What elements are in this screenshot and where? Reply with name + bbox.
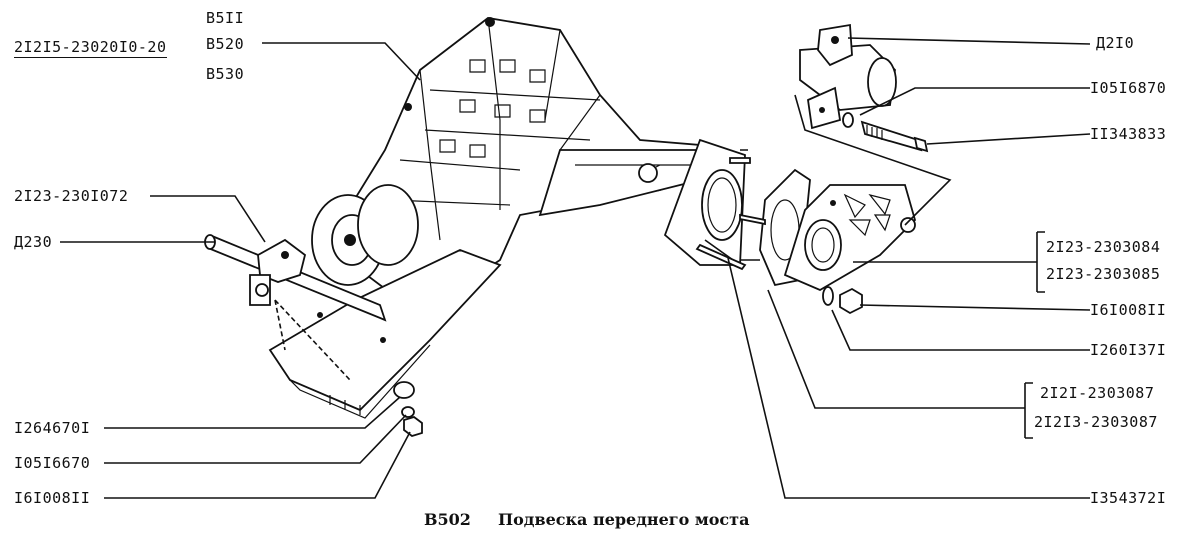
- axle-housing: [268, 17, 701, 419]
- label-part-2123-2303085: 2I23-2303085: [1046, 265, 1161, 283]
- label-part-1134383: II343833: [1090, 125, 1167, 143]
- label-b530: В530: [206, 65, 245, 83]
- label-part-1051687: I05I6870: [1090, 79, 1167, 97]
- label-part-2123-2301072: 2I23-230I072: [14, 187, 129, 205]
- label-d230: Д230: [14, 233, 53, 251]
- label-part-1354372: I354372I: [1090, 489, 1167, 507]
- label-part-1260137: I260I37I: [1090, 341, 1167, 359]
- leader-lines: [60, 37, 1091, 499]
- label-part-2123-2303084: 2I23-2303084: [1046, 238, 1161, 256]
- label-part-2121523020: 2I2I5-23020I0-20: [14, 38, 167, 58]
- label-d210: Д2I0: [1096, 34, 1135, 52]
- label-part-2121-2303087: 2I2I-2303087: [1040, 384, 1155, 402]
- right-flange: [663, 138, 760, 271]
- label-b511: В5II: [206, 9, 245, 27]
- caption-code: В502: [424, 510, 471, 529]
- caption-title: Подвеска переднего моста: [498, 510, 750, 529]
- lower-fasteners: [393, 381, 423, 437]
- right-fasteners: [822, 286, 863, 315]
- label-part-161008-right: I6I008II: [1090, 301, 1167, 319]
- label-part-1051667: I05I6670: [14, 454, 91, 472]
- label-b520: В520: [206, 35, 245, 53]
- top-clamp: [794, 23, 952, 226]
- label-part-1264670: I264670I: [14, 419, 91, 437]
- support-bracket: [783, 184, 917, 292]
- left-bolt-assembly: [204, 234, 387, 381]
- label-part-21213-2303087: 2I2I3-2303087: [1034, 413, 1158, 431]
- label-part-161008-left: I6I008II: [14, 489, 91, 507]
